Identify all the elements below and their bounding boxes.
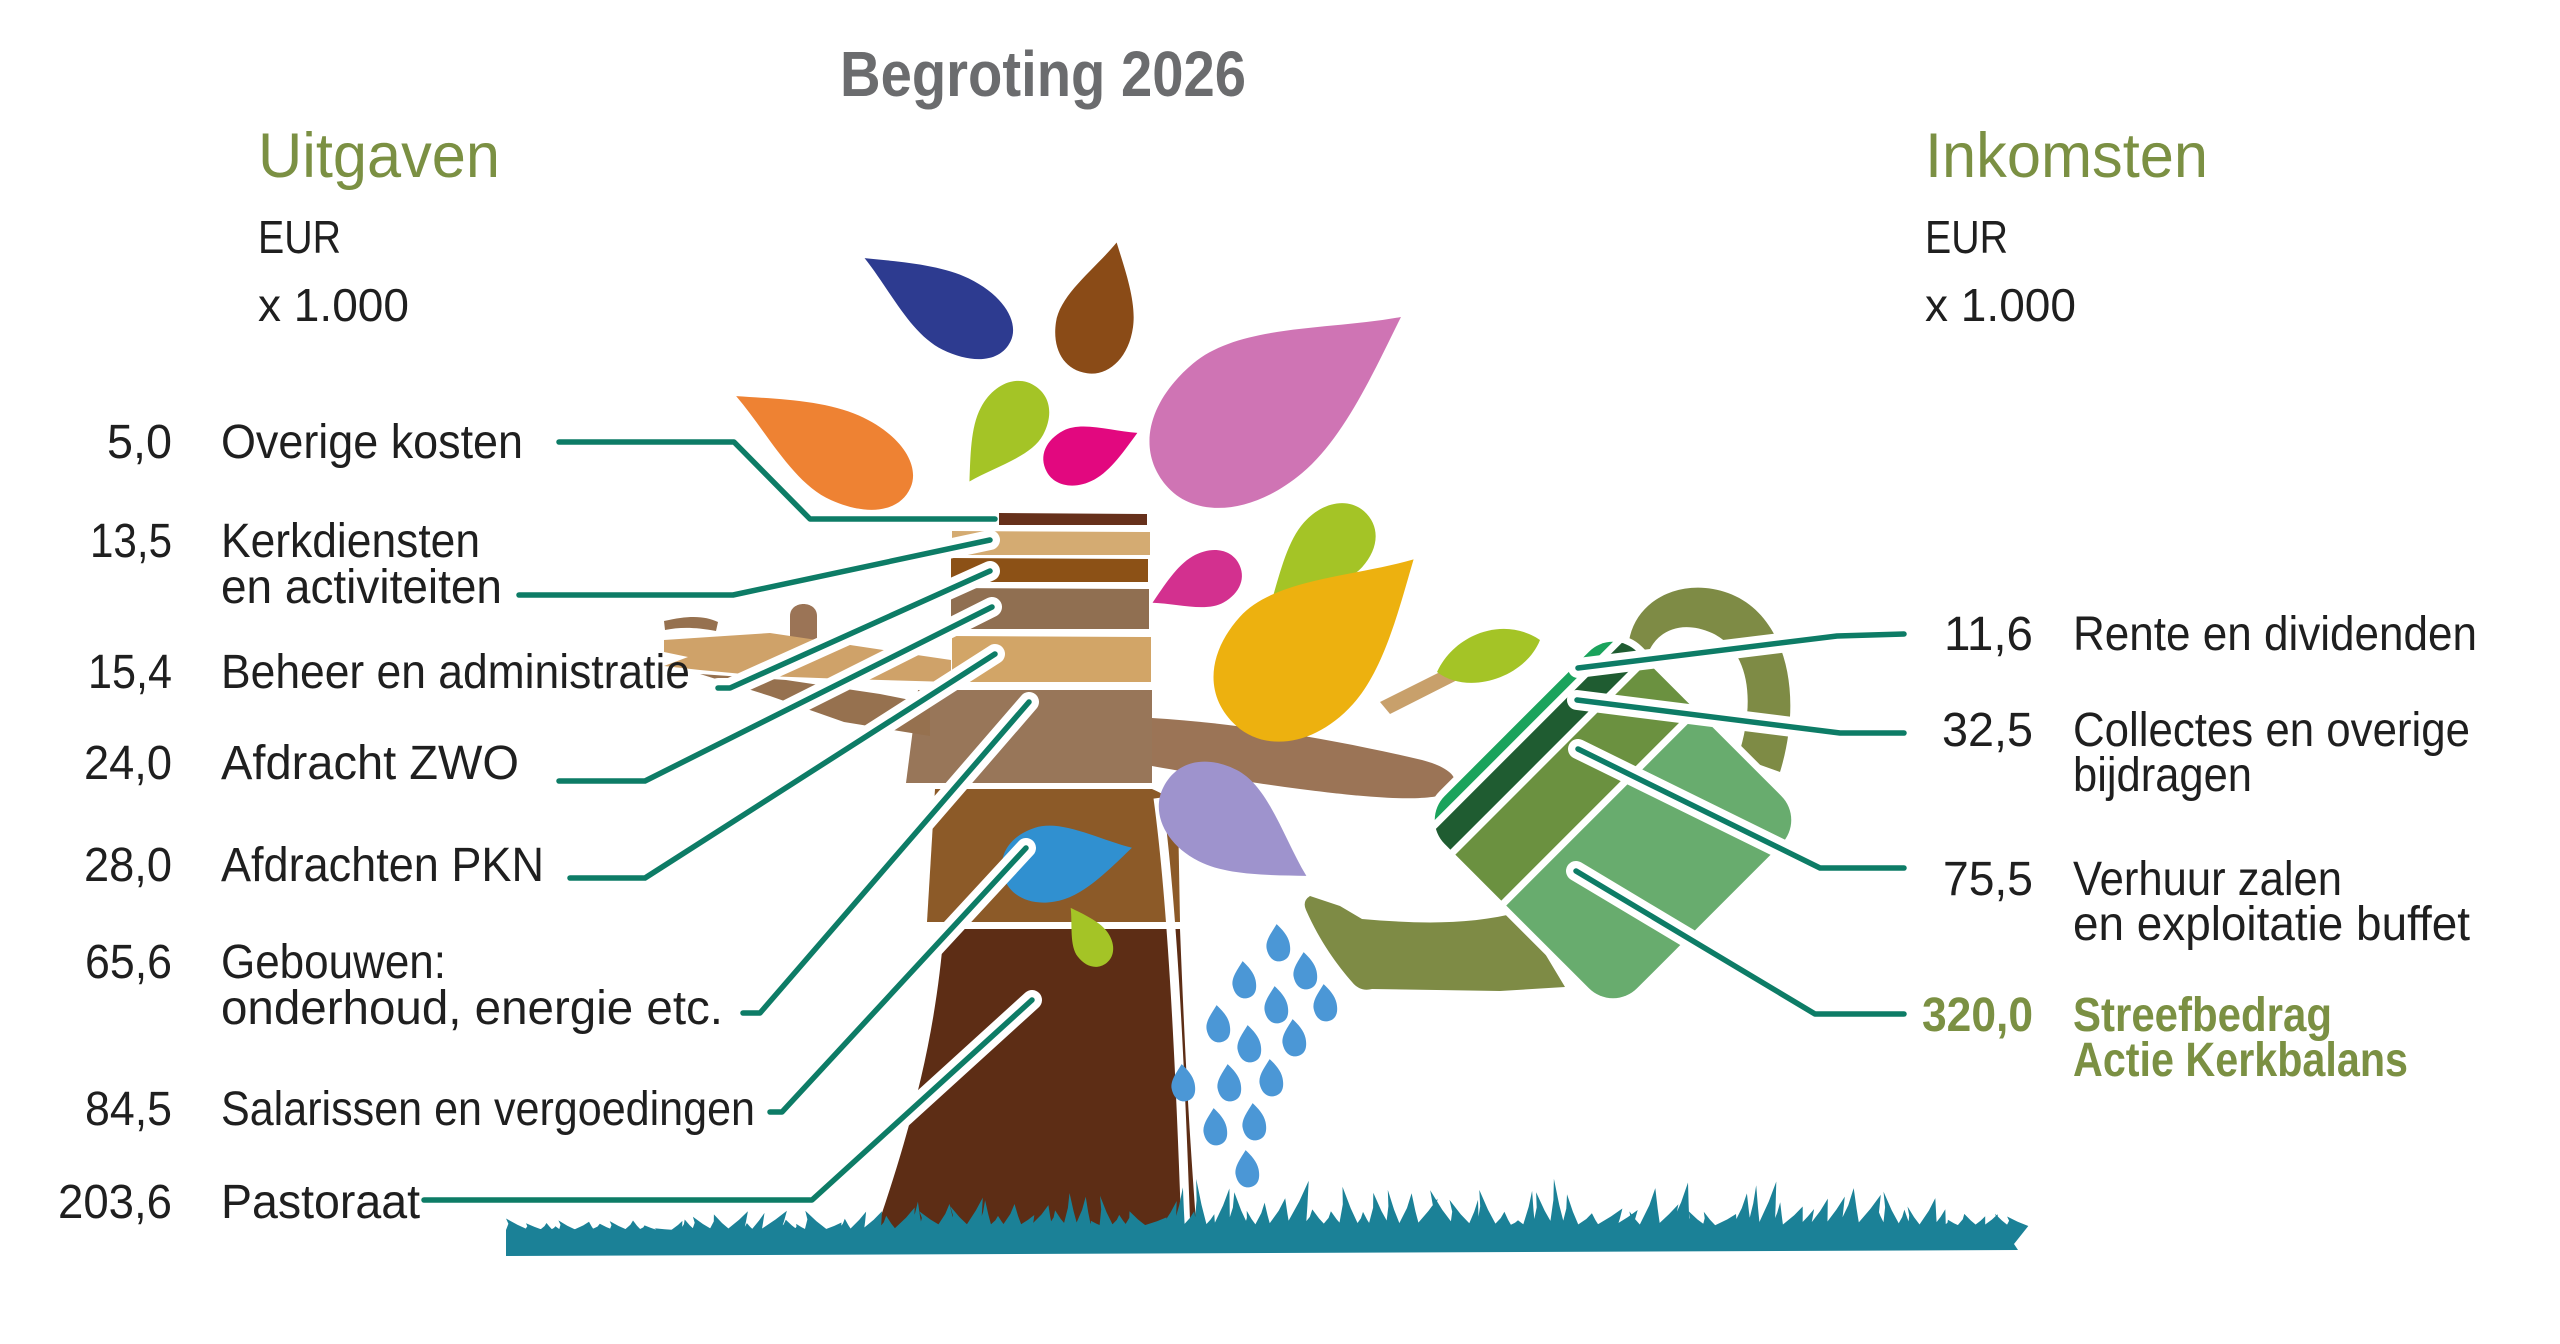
svg-text:320,0: 320,0 (1922, 989, 2033, 1042)
svg-text:x 1.000: x 1.000 (1925, 279, 2076, 331)
svg-text:24,0: 24,0 (84, 737, 172, 790)
svg-text:Rente en dividenden: Rente en dividenden (2073, 608, 2477, 661)
svg-text:Inkomsten: Inkomsten (1925, 121, 2208, 191)
svg-text:Afdrachten PKN: Afdrachten PKN (221, 839, 544, 892)
svg-text:Begroting 2026: Begroting 2026 (840, 38, 1246, 110)
svg-text:Actie Kerkbalans: Actie Kerkbalans (2073, 1034, 2408, 1087)
svg-text:11,6: 11,6 (1944, 608, 2033, 661)
svg-text:Collectes en overige: Collectes en overige (2073, 704, 2470, 757)
svg-text:75,5: 75,5 (1943, 853, 2033, 906)
svg-text:5,0: 5,0 (107, 416, 172, 469)
svg-text:EUR: EUR (1925, 211, 2008, 263)
svg-text:Pastoraat: Pastoraat (221, 1176, 420, 1229)
svg-text:15,4: 15,4 (88, 646, 172, 699)
svg-text:Streefbedrag: Streefbedrag (2073, 989, 2332, 1042)
svg-text:x 1.000: x 1.000 (258, 279, 409, 331)
svg-text:EUR: EUR (258, 211, 341, 263)
svg-text:28,0: 28,0 (84, 839, 172, 892)
svg-text:32,5: 32,5 (1942, 704, 2033, 757)
svg-text:13,5: 13,5 (90, 515, 172, 568)
svg-text:Afdracht ZWO: Afdracht ZWO (221, 737, 519, 790)
svg-text:Gebouwen:: Gebouwen: (221, 936, 446, 989)
svg-text:203,6: 203,6 (58, 1176, 172, 1229)
svg-text:Salarissen en vergoedingen: Salarissen en vergoedingen (221, 1083, 755, 1136)
svg-text:bijdragen: bijdragen (2073, 749, 2252, 802)
svg-text:en exploitatie buffet: en exploitatie buffet (2073, 898, 2470, 951)
svg-text:Uitgaven: Uitgaven (258, 121, 500, 191)
svg-text:Verhuur zalen: Verhuur zalen (2073, 853, 2342, 906)
svg-text:en activiteiten: en activiteiten (221, 561, 502, 614)
svg-text:65,6: 65,6 (85, 936, 172, 989)
svg-text:84,5: 84,5 (85, 1083, 172, 1136)
svg-text:Kerkdiensten: Kerkdiensten (221, 515, 480, 568)
svg-text:Beheer en administratie: Beheer en administratie (221, 646, 690, 699)
svg-text:onderhoud, energie etc.: onderhoud, energie etc. (221, 982, 723, 1035)
svg-text:Overige kosten: Overige kosten (221, 416, 523, 469)
